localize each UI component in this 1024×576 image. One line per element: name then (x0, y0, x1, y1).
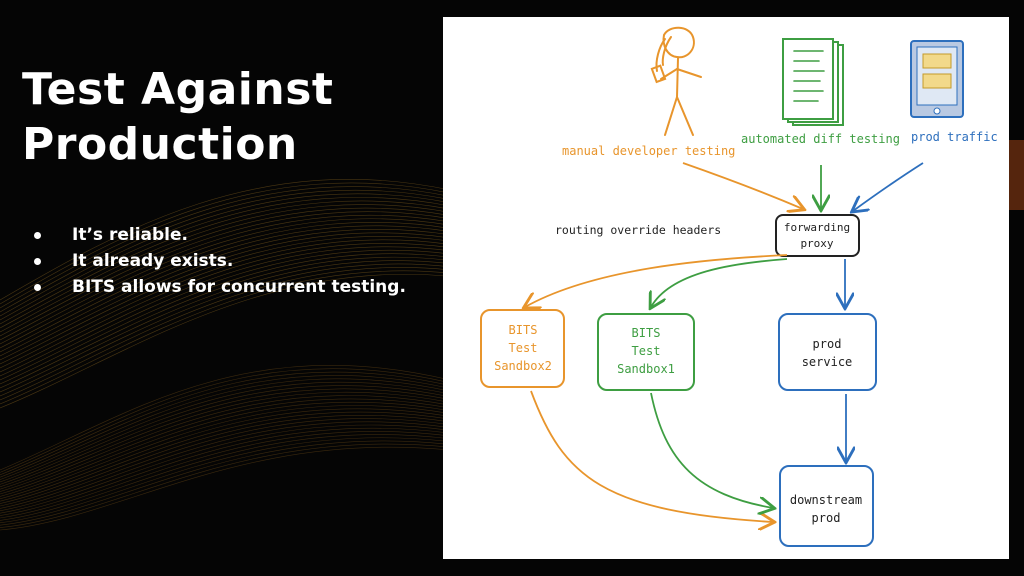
bullet-dot-icon (34, 258, 41, 265)
prod-service-line2: service (802, 355, 853, 369)
bullet-list: It’s reliable. It already exists. BITS a… (30, 222, 406, 300)
bullet-text: BITS allows for concurrent testing. (72, 277, 406, 297)
bullet-dot-icon (34, 232, 41, 239)
sandbox1-line1: BITS (632, 326, 661, 340)
developer-figure-icon (650, 26, 702, 136)
title-line-1: Test Against (22, 64, 334, 115)
sandbox2-line3: Sandbox2 (494, 359, 552, 373)
proxy-label-line1: forwarding (784, 221, 850, 234)
proxy-label-line2: proxy (800, 237, 833, 250)
bullet-item: BITS allows for concurrent testing. (30, 274, 406, 300)
title-line-2: Production (22, 119, 298, 170)
downstream-prod-node: downstream prod (779, 465, 874, 547)
slide-title: Test Against Production (22, 62, 422, 172)
sandbox1-line3: Sandbox1 (617, 362, 675, 376)
sandbox1-line2: Test (632, 344, 661, 358)
diagram-svg: manual developer testing automated diff … (480, 26, 998, 547)
architecture-diagram: manual developer testing automated diff … (443, 17, 1009, 559)
proxy-to-sandbox2-arrow (525, 254, 788, 307)
prod-traffic-label: prod traffic (911, 130, 998, 144)
automated-testing-label: automated diff testing (741, 132, 900, 146)
downstream-line2: prod (812, 511, 841, 525)
tablet-icon (910, 40, 964, 118)
sandbox2-line1: BITS (509, 323, 538, 337)
sandbox1-to-downstream-arrow (650, 392, 773, 508)
bullet-dot-icon (34, 284, 41, 291)
prod-service-node: prod service (778, 313, 877, 391)
sandbox2-node: BITS Test Sandbox2 (480, 309, 565, 388)
documents-icon (782, 38, 844, 126)
traffic-to-proxy-arrow (853, 162, 924, 211)
sandbox2-line2: Test (509, 341, 538, 355)
manual-testing-label: manual developer testing (562, 144, 735, 158)
bullet-item: It already exists. (30, 248, 406, 274)
prod-service-line1: prod (813, 337, 842, 351)
forwarding-proxy-node: forwarding proxy (775, 214, 860, 257)
manual-to-proxy-arrow (682, 162, 803, 209)
proxy-to-sandbox1-arrow (651, 258, 788, 307)
sandbox1-node: BITS Test Sandbox1 (597, 313, 695, 391)
bullet-text: It already exists. (72, 251, 234, 271)
downstream-line1: downstream (790, 493, 862, 507)
bullet-text: It’s reliable. (72, 225, 188, 245)
routing-override-label: routing override headers (555, 223, 721, 237)
bullet-item: It’s reliable. (30, 222, 406, 248)
sandbox2-to-downstream-arrow (530, 390, 773, 522)
